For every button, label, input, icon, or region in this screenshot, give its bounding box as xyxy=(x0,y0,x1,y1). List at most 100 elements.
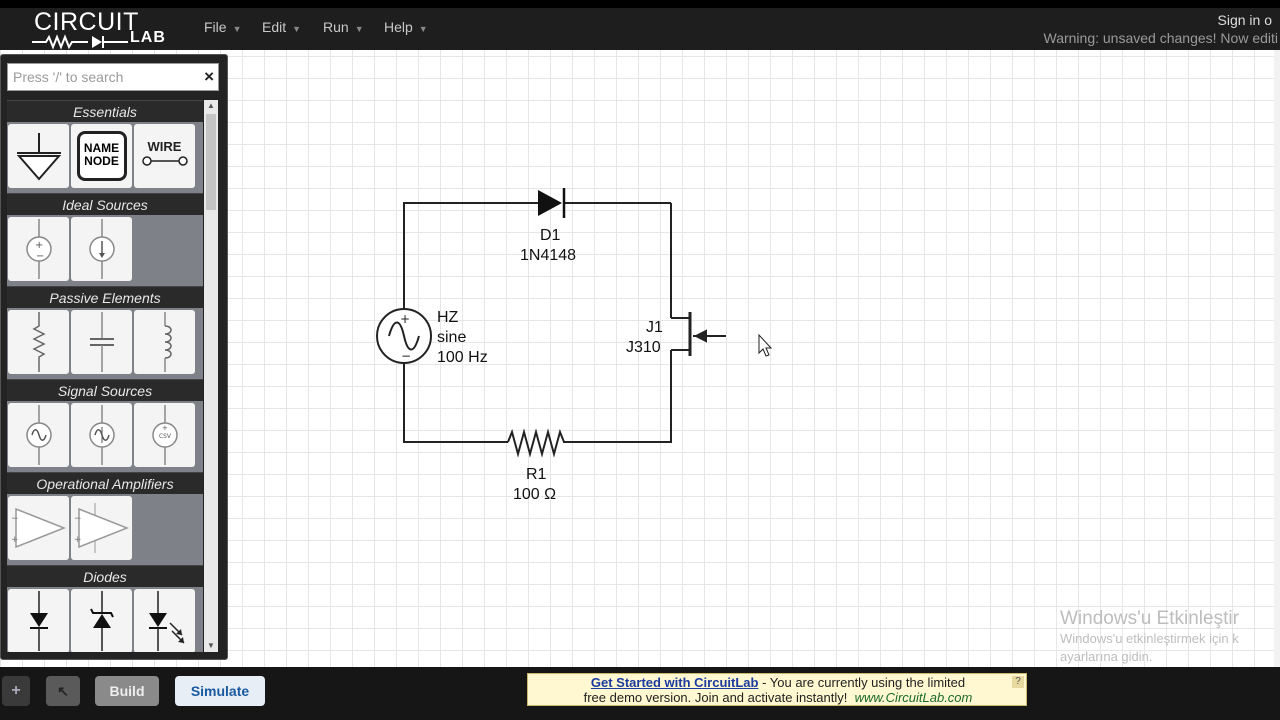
led-icon xyxy=(148,591,185,651)
tile-capacitor[interactable] xyxy=(71,310,132,374)
watermark-line-2: ayarlarına gidin. xyxy=(1060,649,1153,664)
menu-run-label: Run xyxy=(323,19,349,35)
logo-resistor-diode-icon xyxy=(32,34,128,50)
resistor-name: R1 xyxy=(526,466,547,483)
tile-current-source[interactable] xyxy=(71,217,132,281)
promo-line-2: free demo version. Join and activate ins… xyxy=(528,690,1028,705)
help-icon[interactable]: ? xyxy=(1012,676,1024,688)
promo-line-1: Get Started with CircuitLab - You are cu… xyxy=(528,675,1028,690)
category-row-signal-sources: CSV + xyxy=(7,401,203,472)
diode-name: D1 xyxy=(540,227,561,244)
ground-icon xyxy=(16,133,61,181)
tile-resistor[interactable] xyxy=(8,310,69,374)
windows-activation-watermark: Windows'u Etkinleştir Windows'u etkinleş… xyxy=(1060,608,1239,666)
menu-run[interactable]: Run ▼ xyxy=(323,19,364,35)
chevron-down-icon: ▼ xyxy=(232,24,242,34)
resistor-symbol xyxy=(507,428,568,458)
search-input[interactable] xyxy=(8,64,194,90)
category-row-diodes xyxy=(7,587,203,652)
diode-icon xyxy=(29,591,48,651)
category-row-ideal-sources: + − xyxy=(7,215,203,286)
scroll-down-icon[interactable]: ▼ xyxy=(207,641,215,650)
tile-name-node[interactable]: NAME NODE xyxy=(71,124,132,188)
category-passive-elements[interactable]: Passive Elements xyxy=(7,286,203,308)
promo-text-1: - You are currently using the limited xyxy=(758,675,966,690)
tile-voltage-source[interactable]: + − xyxy=(8,217,69,281)
promo-url-link[interactable]: www.CircuitLab.com xyxy=(854,690,973,705)
tile-led[interactable] xyxy=(134,589,195,652)
menu-help[interactable]: Help▼ xyxy=(384,19,428,35)
category-diodes[interactable]: Diodes xyxy=(7,565,203,587)
svg-text:+: + xyxy=(74,535,82,545)
logo-sub: LAB xyxy=(130,29,166,46)
tile-sine-current-source[interactable] xyxy=(71,403,132,467)
svg-text:−: − xyxy=(401,349,411,363)
csv-source-icon: CSV + xyxy=(151,405,178,465)
add-component-button[interactable]: + xyxy=(2,676,30,706)
component-palette: Essentials NAME NODE WIRE xyxy=(7,100,203,652)
voltage-source-icon: + − xyxy=(25,219,52,279)
capacitor-icon xyxy=(89,312,114,372)
category-row-essentials: NAME NODE WIRE xyxy=(7,122,203,193)
circuit-schematic: + − D1 1N4148 HZ sine 100 Hz J1 J310 R1 … xyxy=(360,170,780,520)
category-ideal-sources[interactable]: Ideal Sources xyxy=(7,193,203,215)
source-name: HZ xyxy=(437,309,459,326)
close-icon[interactable]: × xyxy=(204,67,214,86)
tile-sine-voltage-source[interactable] xyxy=(8,403,69,467)
sign-in-link[interactable]: Sign in o xyxy=(1217,12,1272,28)
diode-model: 1N4148 xyxy=(520,247,577,264)
resistor-icon xyxy=(31,312,46,372)
svg-text:+: + xyxy=(162,424,168,432)
inductor-icon xyxy=(163,312,172,372)
category-signal-sources[interactable]: Signal Sources xyxy=(7,379,203,401)
resistor-value: 100 Ω xyxy=(513,486,557,503)
tile-wire-text: WIRE xyxy=(147,139,182,154)
opamp-5-terminal-icon: − + xyxy=(74,503,129,553)
top-bar: CIRCUIT LAB File▼ Edit▼ Run▼ Help▼ Sign … xyxy=(0,0,1280,50)
tile-opamp[interactable]: − + xyxy=(8,496,69,560)
tile-opamp-5term[interactable]: − + xyxy=(71,496,132,560)
current-source-icon xyxy=(88,219,115,279)
sine-source-symbol: + − xyxy=(376,308,432,364)
tile-zener-diode[interactable] xyxy=(71,589,132,652)
get-started-link[interactable]: Get Started with CircuitLab xyxy=(590,675,759,690)
logo-text: CIRCUIT xyxy=(34,8,139,36)
menu-edit[interactable]: Edit▼ xyxy=(262,19,301,35)
palette-scrollbar[interactable]: ▲ ▼ xyxy=(204,100,218,652)
jfet-symbol xyxy=(671,312,726,356)
tile-wire[interactable]: WIRE xyxy=(134,124,195,188)
menu-file-label: File xyxy=(204,19,227,35)
source-frequency: 100 Hz xyxy=(437,349,488,366)
csv-text: CSV xyxy=(158,433,171,440)
jfet-name: J1 xyxy=(646,319,663,336)
promo-banner: Get Started with CircuitLab - You are cu… xyxy=(527,673,1027,706)
menu-file[interactable]: File ▼ xyxy=(204,19,241,35)
svg-text:+: + xyxy=(400,312,410,326)
name-node-icon: NAME NODE xyxy=(76,131,127,181)
tile-diode[interactable] xyxy=(8,589,69,652)
menu-edit-label: Edit xyxy=(262,19,287,35)
build-button[interactable]: Build xyxy=(95,676,159,706)
simulate-button[interactable]: Simulate xyxy=(175,676,265,706)
chevron-down-icon: ▼ xyxy=(354,24,364,34)
pointer-tool-button[interactable]: ↖ xyxy=(46,676,80,706)
circuitlab-logo[interactable]: CIRCUIT LAB xyxy=(30,8,180,50)
svg-text:−: − xyxy=(11,514,19,524)
tile-custom-source[interactable]: CSV + xyxy=(134,403,195,467)
scrollbar-thumb[interactable] xyxy=(206,114,216,210)
scroll-up-icon[interactable]: ▲ xyxy=(207,101,215,110)
tile-node-text: NODE xyxy=(84,154,119,168)
canvas-scrollbar[interactable] xyxy=(1274,50,1280,667)
tile-inductor[interactable] xyxy=(134,310,195,374)
category-essentials[interactable]: Essentials xyxy=(7,100,203,122)
watermark-line-1: Windows'u etkinleştirmek için k xyxy=(1060,631,1239,646)
svg-text:−: − xyxy=(74,514,82,524)
category-operational-amplifiers[interactable]: Operational Amplifiers xyxy=(7,472,203,494)
component-panel: × Essentials NAME NODE WIRE xyxy=(0,54,228,660)
watermark-title: Windows'u Etkinleştir xyxy=(1060,608,1239,629)
category-row-passive-elements xyxy=(7,308,203,379)
svg-text:+: + xyxy=(35,240,43,251)
sine-voltage-source-icon xyxy=(25,405,52,465)
tile-ground[interactable] xyxy=(8,124,69,188)
chevron-down-icon: ▼ xyxy=(418,24,428,34)
